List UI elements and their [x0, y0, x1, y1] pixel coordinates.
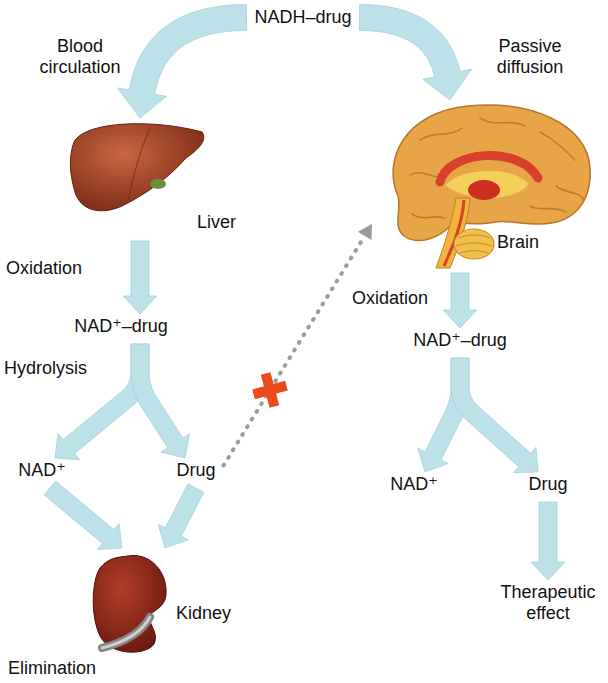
transport-arrow	[117, 5, 246, 118]
node-text: NAD⁺	[390, 474, 438, 495]
split-arrow	[131, 344, 190, 458]
edge-label: Oxidation	[6, 258, 82, 279]
liver-organ: Liver	[62, 118, 247, 236]
node-text: Drug	[528, 474, 567, 495]
red-cross	[249, 369, 291, 411]
block-arrow	[117, 5, 246, 118]
arrowhead	[358, 224, 372, 240]
process-label: Elimination	[8, 658, 96, 679]
kidney-organ: Kidney	[85, 548, 235, 650]
node-text: NAD⁺–drug	[413, 330, 507, 351]
liver-lobe-line	[128, 128, 150, 200]
transport-arrow	[359, 5, 471, 100]
edge-label-slot: Blood circulation	[30, 36, 130, 78]
edge-label: Blood circulation	[30, 36, 130, 78]
edge-label-slot: Oxidation	[352, 288, 428, 309]
edge-label-slot: Oxidation	[6, 258, 82, 279]
block-arrow	[531, 502, 565, 580]
excretion-arrow	[158, 484, 204, 548]
label-slot: Hydrolysis	[4, 358, 87, 379]
node-text: Drug	[176, 460, 215, 481]
product-label: NAD⁺	[15, 458, 69, 483]
block-arrow	[359, 5, 471, 100]
reaction-arrow	[443, 273, 477, 328]
ureter	[102, 617, 150, 648]
ureter-highlight	[102, 617, 150, 648]
brain-gyri	[410, 118, 584, 218]
node-text: NADH–drug	[254, 7, 351, 28]
drug-label: Drug	[173, 458, 218, 483]
effect-arrow	[531, 502, 565, 580]
cerebellum-folds	[456, 235, 492, 253]
edge-label: Passive diffusion	[485, 36, 575, 78]
kidney-shape	[93, 555, 166, 652]
brain-organ: Brain	[372, 100, 598, 268]
corpus-callosum	[440, 156, 538, 182]
node-text: Therapeutic effect	[497, 582, 599, 624]
cerebellum	[454, 229, 494, 259]
edge-label: Oxidation	[352, 288, 428, 309]
conjugate-label: NADH–drug	[251, 5, 354, 30]
reaction-arrow	[123, 241, 157, 314]
dotted-line	[224, 236, 365, 466]
node-text: NAD⁺	[18, 460, 66, 481]
thalamus	[468, 180, 500, 200]
block-arrow	[451, 358, 538, 473]
excretion-arrow	[44, 481, 122, 549]
block-arrow	[443, 273, 477, 328]
block-arrow	[158, 484, 204, 548]
blocked-path	[224, 224, 373, 466]
gallbladder	[150, 179, 166, 189]
label-slot: Elimination	[8, 658, 96, 679]
liver-shape	[70, 124, 203, 211]
brain-cortex	[393, 105, 590, 240]
block-arrow	[131, 344, 190, 458]
organ-label: Kidney	[176, 603, 231, 624]
edge-label-slot: Passive diffusion	[485, 36, 575, 78]
outcome-label: Therapeutic effect	[494, 580, 602, 626]
conjugate-label: NAD⁺–drug	[71, 314, 171, 339]
block-arrow	[123, 241, 157, 314]
split-arrow	[451, 358, 538, 473]
node-text: NAD⁺–drug	[74, 316, 168, 337]
conjugate-label: NAD⁺–drug	[410, 328, 510, 353]
organ-label: Liver	[197, 212, 236, 233]
product-label: NAD⁺	[387, 472, 441, 497]
drug-label: Drug	[525, 472, 570, 497]
block-arrow	[44, 481, 122, 549]
organ-label: Brain	[497, 232, 539, 253]
process-label: Hydrolysis	[4, 358, 87, 379]
